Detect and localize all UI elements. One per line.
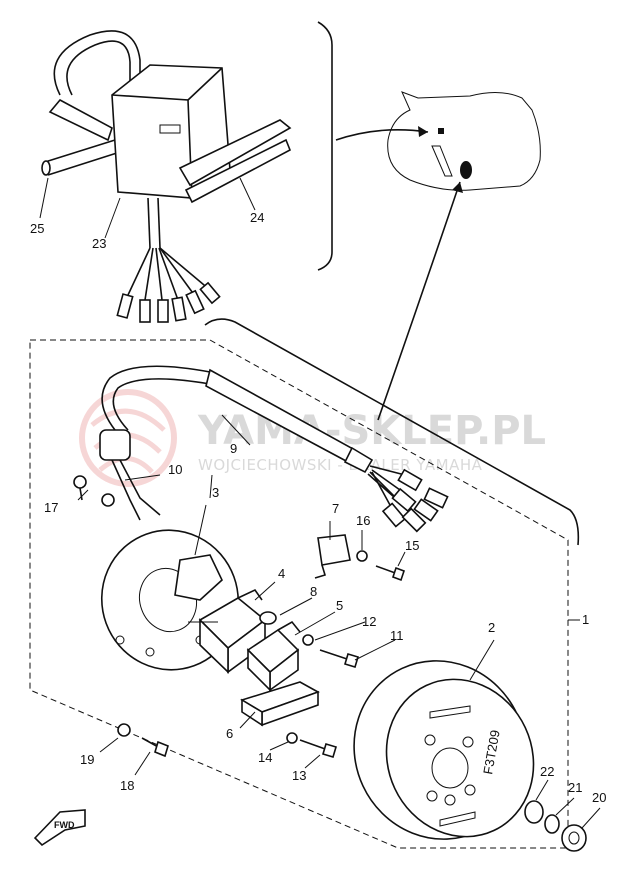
callout-4: 4 — [278, 566, 285, 581]
grommet-10 — [99, 429, 161, 521]
inset-bracket — [317, 21, 333, 271]
callout-8: 8 — [310, 584, 317, 599]
assembly-boundary — [29, 339, 569, 849]
callout-1: 1 — [582, 612, 589, 627]
callout-13: 13 — [292, 768, 306, 783]
fwd-arrow: FWD — [33, 809, 86, 847]
callout-10: 10 — [168, 462, 182, 477]
watermark-title: YAMA-SKLEP.PL — [197, 408, 546, 454]
nut-20 — [561, 824, 587, 852]
watermark-subtitle: WOJCIECHOWSKI - DEALER YAMAHA — [198, 456, 483, 474]
callout-17: 17 — [44, 500, 58, 515]
lock-washer-21 — [544, 814, 560, 834]
callout-15: 15 — [405, 538, 419, 553]
callout-3: 3 — [212, 485, 219, 500]
callout-5: 5 — [336, 598, 343, 613]
callout-12: 12 — [362, 614, 376, 629]
screw-18 — [141, 737, 169, 758]
nut-16 — [356, 550, 368, 562]
callout-14: 14 — [258, 750, 272, 765]
washer-12 — [302, 634, 314, 646]
wire-9 — [101, 365, 449, 533]
pickup-coil-7 — [314, 534, 351, 579]
lighting-coil-6 — [240, 681, 320, 727]
callout-23: 23 — [92, 236, 106, 251]
harness-outline — [204, 318, 580, 546]
callout-18: 18 — [120, 778, 134, 793]
washer-22 — [524, 800, 544, 824]
motorcycle-outline — [335, 91, 541, 421]
callout-25: 25 — [30, 221, 44, 236]
source-coil-4 — [198, 588, 267, 674]
callout-20: 20 — [592, 790, 606, 805]
leader-lines — [39, 177, 601, 829]
washer-14 — [286, 732, 298, 744]
washer-19 — [117, 723, 131, 737]
screw-17 — [73, 475, 87, 501]
callout-9: 9 — [230, 441, 237, 456]
cdi-unit-group — [41, 30, 292, 323]
flywheel-rotor-2 — [353, 660, 535, 840]
screw-13 — [299, 739, 337, 758]
collar-8 — [259, 611, 277, 625]
callout-19: 19 — [80, 752, 94, 767]
callout-21: 21 — [568, 780, 582, 795]
callout-22: 22 — [540, 764, 554, 779]
callout-labels: 25 23 24 3 10 9 17 7 16 15 4 8 5 12 11 2… — [30, 210, 606, 805]
callout-2: 2 — [488, 620, 495, 635]
callout-6: 6 — [226, 726, 233, 741]
callout-24: 24 — [250, 210, 264, 225]
fwd-label: FWD — [54, 820, 75, 830]
screw-15 — [375, 565, 406, 582]
screw-11 — [319, 649, 359, 668]
callout-11: 11 — [390, 628, 404, 643]
charge-coil-5 — [246, 620, 301, 692]
callout-7: 7 — [332, 501, 339, 516]
callout-16: 16 — [356, 513, 370, 528]
